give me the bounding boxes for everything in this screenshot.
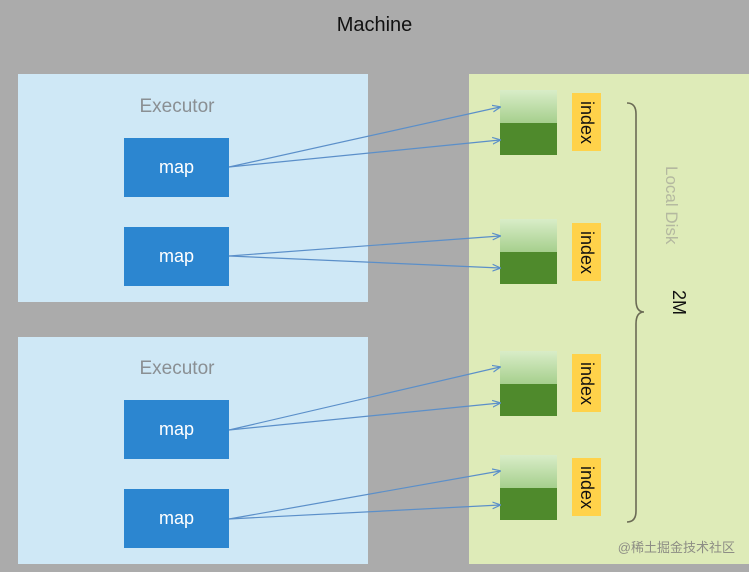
index-file: index bbox=[572, 354, 601, 412]
map-task: map bbox=[124, 138, 229, 197]
executor-label: Executor bbox=[139, 96, 215, 117]
machine-title: Machine bbox=[336, 14, 413, 36]
executor-label: Executor bbox=[139, 358, 215, 379]
map-task: map bbox=[124, 227, 229, 286]
data-file-block bbox=[500, 455, 557, 520]
data-file-block bbox=[500, 351, 557, 416]
executor-container: Executor map map bbox=[18, 74, 368, 302]
arrow bbox=[228, 471, 500, 520]
index-file: index bbox=[572, 93, 601, 151]
data-file-block bbox=[500, 90, 557, 155]
data-file-block bbox=[500, 219, 557, 284]
map-task: map bbox=[124, 400, 229, 459]
arrow bbox=[228, 140, 500, 168]
arrow bbox=[228, 403, 500, 431]
arrow bbox=[228, 505, 500, 520]
map-task: map bbox=[124, 489, 229, 548]
index-file: index bbox=[572, 223, 601, 281]
executor-container: Executor map map bbox=[18, 337, 368, 564]
arrow bbox=[228, 367, 500, 431]
right-brace bbox=[626, 102, 645, 523]
arrow bbox=[228, 107, 500, 168]
arrow bbox=[228, 236, 500, 257]
local-disk: index index index index Local Disk 2M bbox=[469, 74, 749, 564]
watermark: @稀土掘金技术社区 bbox=[617, 540, 735, 555]
arrow bbox=[228, 255, 500, 268]
index-file: index bbox=[572, 458, 601, 516]
